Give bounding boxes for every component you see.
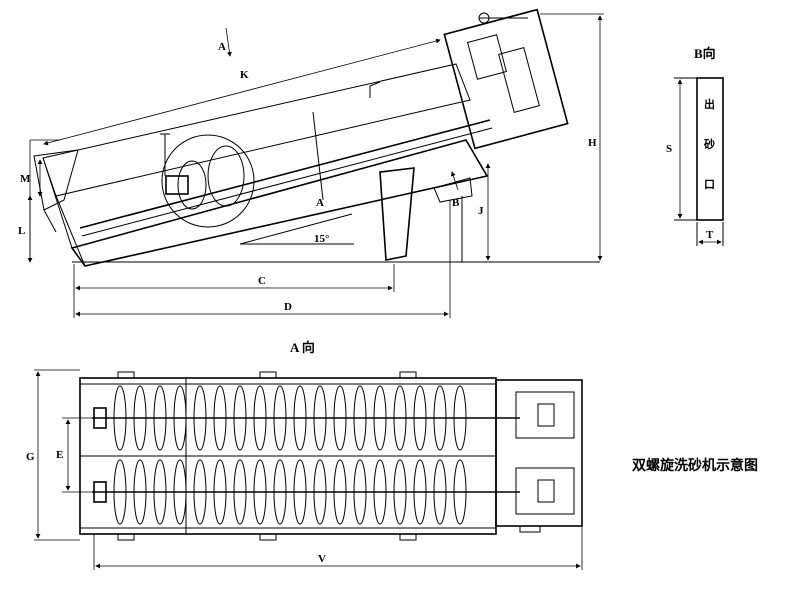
screw-flight [373, 385, 387, 451]
screw-flights [113, 385, 467, 525]
label-M: M [20, 173, 31, 185]
screw-flight [353, 385, 367, 451]
rear-support [379, 167, 415, 261]
screw-flight [193, 385, 207, 451]
screw-flight [173, 459, 187, 525]
outlet-char-2: 砂 [704, 137, 715, 151]
arrow-B [450, 171, 459, 191]
screw-flight [353, 459, 367, 525]
screw-flight [453, 459, 467, 525]
screw-flight [413, 385, 427, 451]
screw-flight [293, 459, 307, 525]
label-S: S [666, 143, 672, 155]
label-E: E [56, 449, 63, 461]
trough-body [70, 139, 489, 267]
screw-shaft [79, 119, 491, 229]
screw-flight [273, 459, 287, 525]
screw-flight [173, 385, 187, 451]
label-D: D [284, 301, 292, 313]
label-H: H [588, 137, 597, 149]
screw-flight [313, 385, 327, 451]
label-J: J [478, 205, 484, 217]
screw-flight [313, 459, 327, 525]
screw-flight [393, 459, 407, 525]
label-B: B [452, 197, 460, 209]
screw-flight [213, 385, 227, 451]
outlet-char-3: 口 [704, 178, 715, 191]
drive-housing [443, 8, 569, 150]
dim-K [43, 38, 441, 146]
label-G: G [26, 451, 35, 463]
label-K: K [240, 69, 249, 81]
screw-flight [193, 459, 207, 525]
screw-flight [233, 385, 247, 451]
screw-flight [273, 385, 287, 451]
outlet-box [696, 77, 724, 221]
drawing-caption: 双螺旋洗砂机示意图 [632, 457, 758, 474]
screw-flight [153, 459, 167, 525]
label-L: L [18, 225, 25, 237]
screw-flight [393, 385, 407, 451]
screw-flight [453, 385, 467, 451]
screw-flight [213, 459, 227, 525]
lift-handle [369, 81, 381, 98]
feed-hopper [33, 149, 79, 211]
label-A-top: A [218, 41, 226, 53]
screw-flight [333, 385, 347, 451]
screw-flight [433, 385, 447, 451]
screw-flight [133, 385, 147, 451]
b-view: B向 S 出 砂 口 T [666, 46, 724, 246]
b-view-title: B向 [694, 46, 716, 61]
trough-upper-shell [42, 63, 471, 197]
plan-view-title: A 向 [290, 340, 315, 355]
plan-view: A 向 G E [26, 340, 583, 570]
screw-flight [293, 385, 307, 451]
screw-flight [113, 459, 127, 525]
label-T: T [706, 229, 714, 241]
label-A-mid: A [316, 197, 324, 209]
label-V: V [318, 553, 326, 565]
screw-flight [333, 459, 347, 525]
outlet-char-1: 出 [704, 97, 715, 111]
arrow-A-top [225, 27, 232, 57]
screw-flight [373, 459, 387, 525]
screw-flight [233, 459, 247, 525]
screw-flight [133, 459, 147, 525]
screw-flight [113, 385, 127, 451]
screw-flight [253, 459, 267, 525]
drive-unit [495, 379, 583, 527]
label-C: C [258, 275, 266, 287]
screw-flight [413, 459, 427, 525]
screw-flight [433, 459, 447, 525]
screw-flight [153, 385, 167, 451]
side-view: 15° C D M L H J B K A A [18, 8, 604, 318]
angle-label: 15° [314, 233, 329, 245]
screw-flight [253, 385, 267, 451]
